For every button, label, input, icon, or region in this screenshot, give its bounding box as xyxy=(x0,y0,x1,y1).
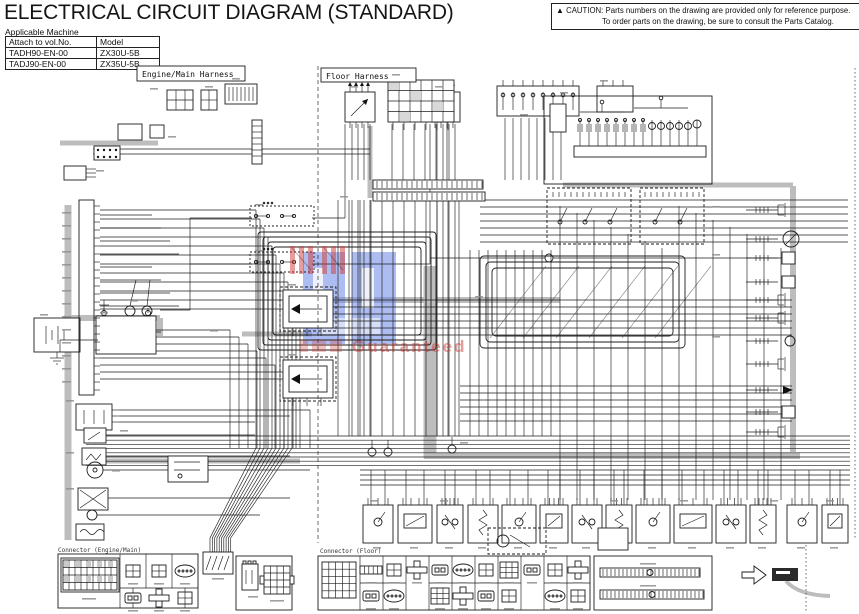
top-components xyxy=(63,80,634,181)
arrow-pointer xyxy=(741,565,798,585)
caution-line1: ▲ CAUTION: Parts numbers on the drawing … xyxy=(556,6,851,15)
right-terminals xyxy=(746,203,800,439)
svg-text:Guaranteed: Guaranteed xyxy=(352,337,466,356)
left-connector-strip xyxy=(62,199,100,396)
harness-labels: Engine/Main Harness Floor Harness xyxy=(136,65,417,83)
bottom-component-row xyxy=(362,437,849,555)
svg-text:Connector (Floor): Connector (Floor) xyxy=(320,548,381,555)
floor-harness-grid xyxy=(387,79,455,130)
svg-text:Engine/Main Harness: Engine/Main Harness xyxy=(142,70,234,79)
svg-text:Floor Harness: Floor Harness xyxy=(326,72,389,81)
svg-text:Connector (Engine/Main): Connector (Engine/Main) xyxy=(58,547,141,554)
watermark-red: Guaranteed xyxy=(290,246,466,356)
table-cell: TADJ90-EN-00 xyxy=(5,58,97,70)
left-components xyxy=(75,403,311,541)
battery xyxy=(33,279,157,365)
caution-box: ▲ CAUTION: Parts numbers on the drawing … xyxy=(551,3,859,31)
part-number-smudges xyxy=(40,74,834,502)
page-title: ELECTRICAL CIRCUIT DIAGRAM (STANDARD) xyxy=(4,1,454,24)
pin-strips xyxy=(372,179,486,202)
separators xyxy=(317,66,856,612)
warning-triangle-icon: ▲ xyxy=(556,6,564,15)
pin-strip-box xyxy=(593,555,713,611)
relay-arrow-boxes xyxy=(279,286,337,406)
connector-floor: Connector (Floor) xyxy=(317,548,591,611)
fuse-panel xyxy=(543,95,713,245)
caution-line2: To order parts on the drawing, be sure t… xyxy=(602,16,834,26)
applicable-machine-label: Applicable Machine xyxy=(5,27,79,37)
connector-engine-main: Connector (Engine/Main) xyxy=(57,547,295,612)
